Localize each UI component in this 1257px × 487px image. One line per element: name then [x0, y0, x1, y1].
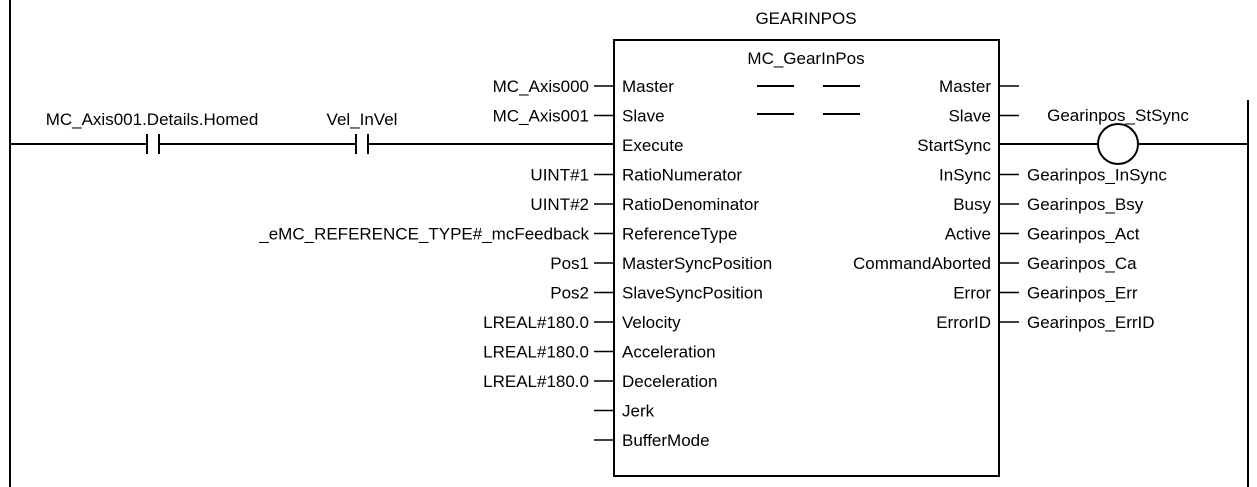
- input-pin-execute: Execute: [622, 136, 683, 155]
- coil-label: Gearinpos_StSync: [1047, 106, 1189, 125]
- input-pin-deceleration: Deceleration: [622, 372, 717, 391]
- input-pin-mastersyncposition: MasterSyncPosition: [622, 254, 772, 273]
- output-var-commandaborted: Gearinpos_Ca: [1027, 254, 1137, 273]
- input-pin-acceleration: Acceleration: [622, 343, 716, 362]
- function-block-type: MC_GearInPos: [747, 49, 864, 68]
- output-var-errorid: Gearinpos_ErrID: [1027, 313, 1155, 332]
- input-arg-referencetype: _eMC_REFERENCE_TYPE#_mcFeedback: [258, 225, 589, 244]
- instance-name: GEARINPOS: [755, 9, 856, 28]
- input-arg-acceleration: LREAL#180.0: [483, 343, 589, 362]
- input-arg-slave: MC_Axis001: [493, 107, 589, 126]
- input-arg-slavesyncposition: Pos2: [550, 284, 589, 303]
- output-pin-commandaborted: CommandAborted: [853, 254, 991, 273]
- input-pin-referencetype: ReferenceType: [622, 225, 737, 244]
- input-pin-buffermode: BufferMode: [622, 431, 710, 450]
- input-pin-rationumerator: RatioNumerator: [622, 166, 742, 185]
- input-arg-ratiodenominator: UINT#2: [530, 195, 589, 214]
- output-var-busy: Gearinpos_Bsy: [1027, 195, 1144, 214]
- input-arg-deceleration: LREAL#180.0: [483, 372, 589, 391]
- input-arg-velocity: LREAL#180.0: [483, 313, 589, 332]
- output-var-active: Gearinpos_Act: [1027, 225, 1140, 244]
- input-pin-slavesyncposition: SlaveSyncPosition: [622, 284, 763, 303]
- output-pin-insync: InSync: [939, 166, 991, 185]
- input-pin-velocity: Velocity: [622, 313, 681, 332]
- output-pin-error: Error: [953, 284, 991, 303]
- output-pin-errorid: ErrorID: [936, 313, 991, 332]
- contact-vel-invel-label: Vel_InVel: [327, 110, 398, 129]
- output-var-insync: Gearinpos_InSync: [1027, 166, 1167, 185]
- contact-homed: [146, 134, 160, 154]
- output-pin-startsync: StartSync: [917, 136, 991, 155]
- function-block-box: [613, 39, 1000, 477]
- output-pin-active: Active: [945, 225, 991, 244]
- contact-homed-label: MC_Axis001.Details.Homed: [46, 110, 259, 129]
- input-arg-mastersyncposition: Pos1: [550, 254, 589, 273]
- input-arg-rationumerator: UINT#1: [530, 166, 589, 185]
- input-pin-ratiodenominator: RatioDenominator: [622, 195, 759, 214]
- output-var-error: Gearinpos_Err: [1027, 284, 1138, 303]
- coil-gearinpos-stsync: [1097, 123, 1139, 165]
- input-pin-slave: Slave: [622, 107, 665, 126]
- input-pin-jerk: Jerk: [622, 402, 655, 421]
- output-pin-slave: Slave: [948, 107, 991, 126]
- output-pin-master: Master: [939, 77, 991, 96]
- output-pin-busy: Busy: [953, 195, 991, 214]
- input-arg-master: MC_Axis000: [493, 77, 589, 96]
- contact-vel-invel: [355, 134, 369, 154]
- input-pin-master: Master: [622, 77, 674, 96]
